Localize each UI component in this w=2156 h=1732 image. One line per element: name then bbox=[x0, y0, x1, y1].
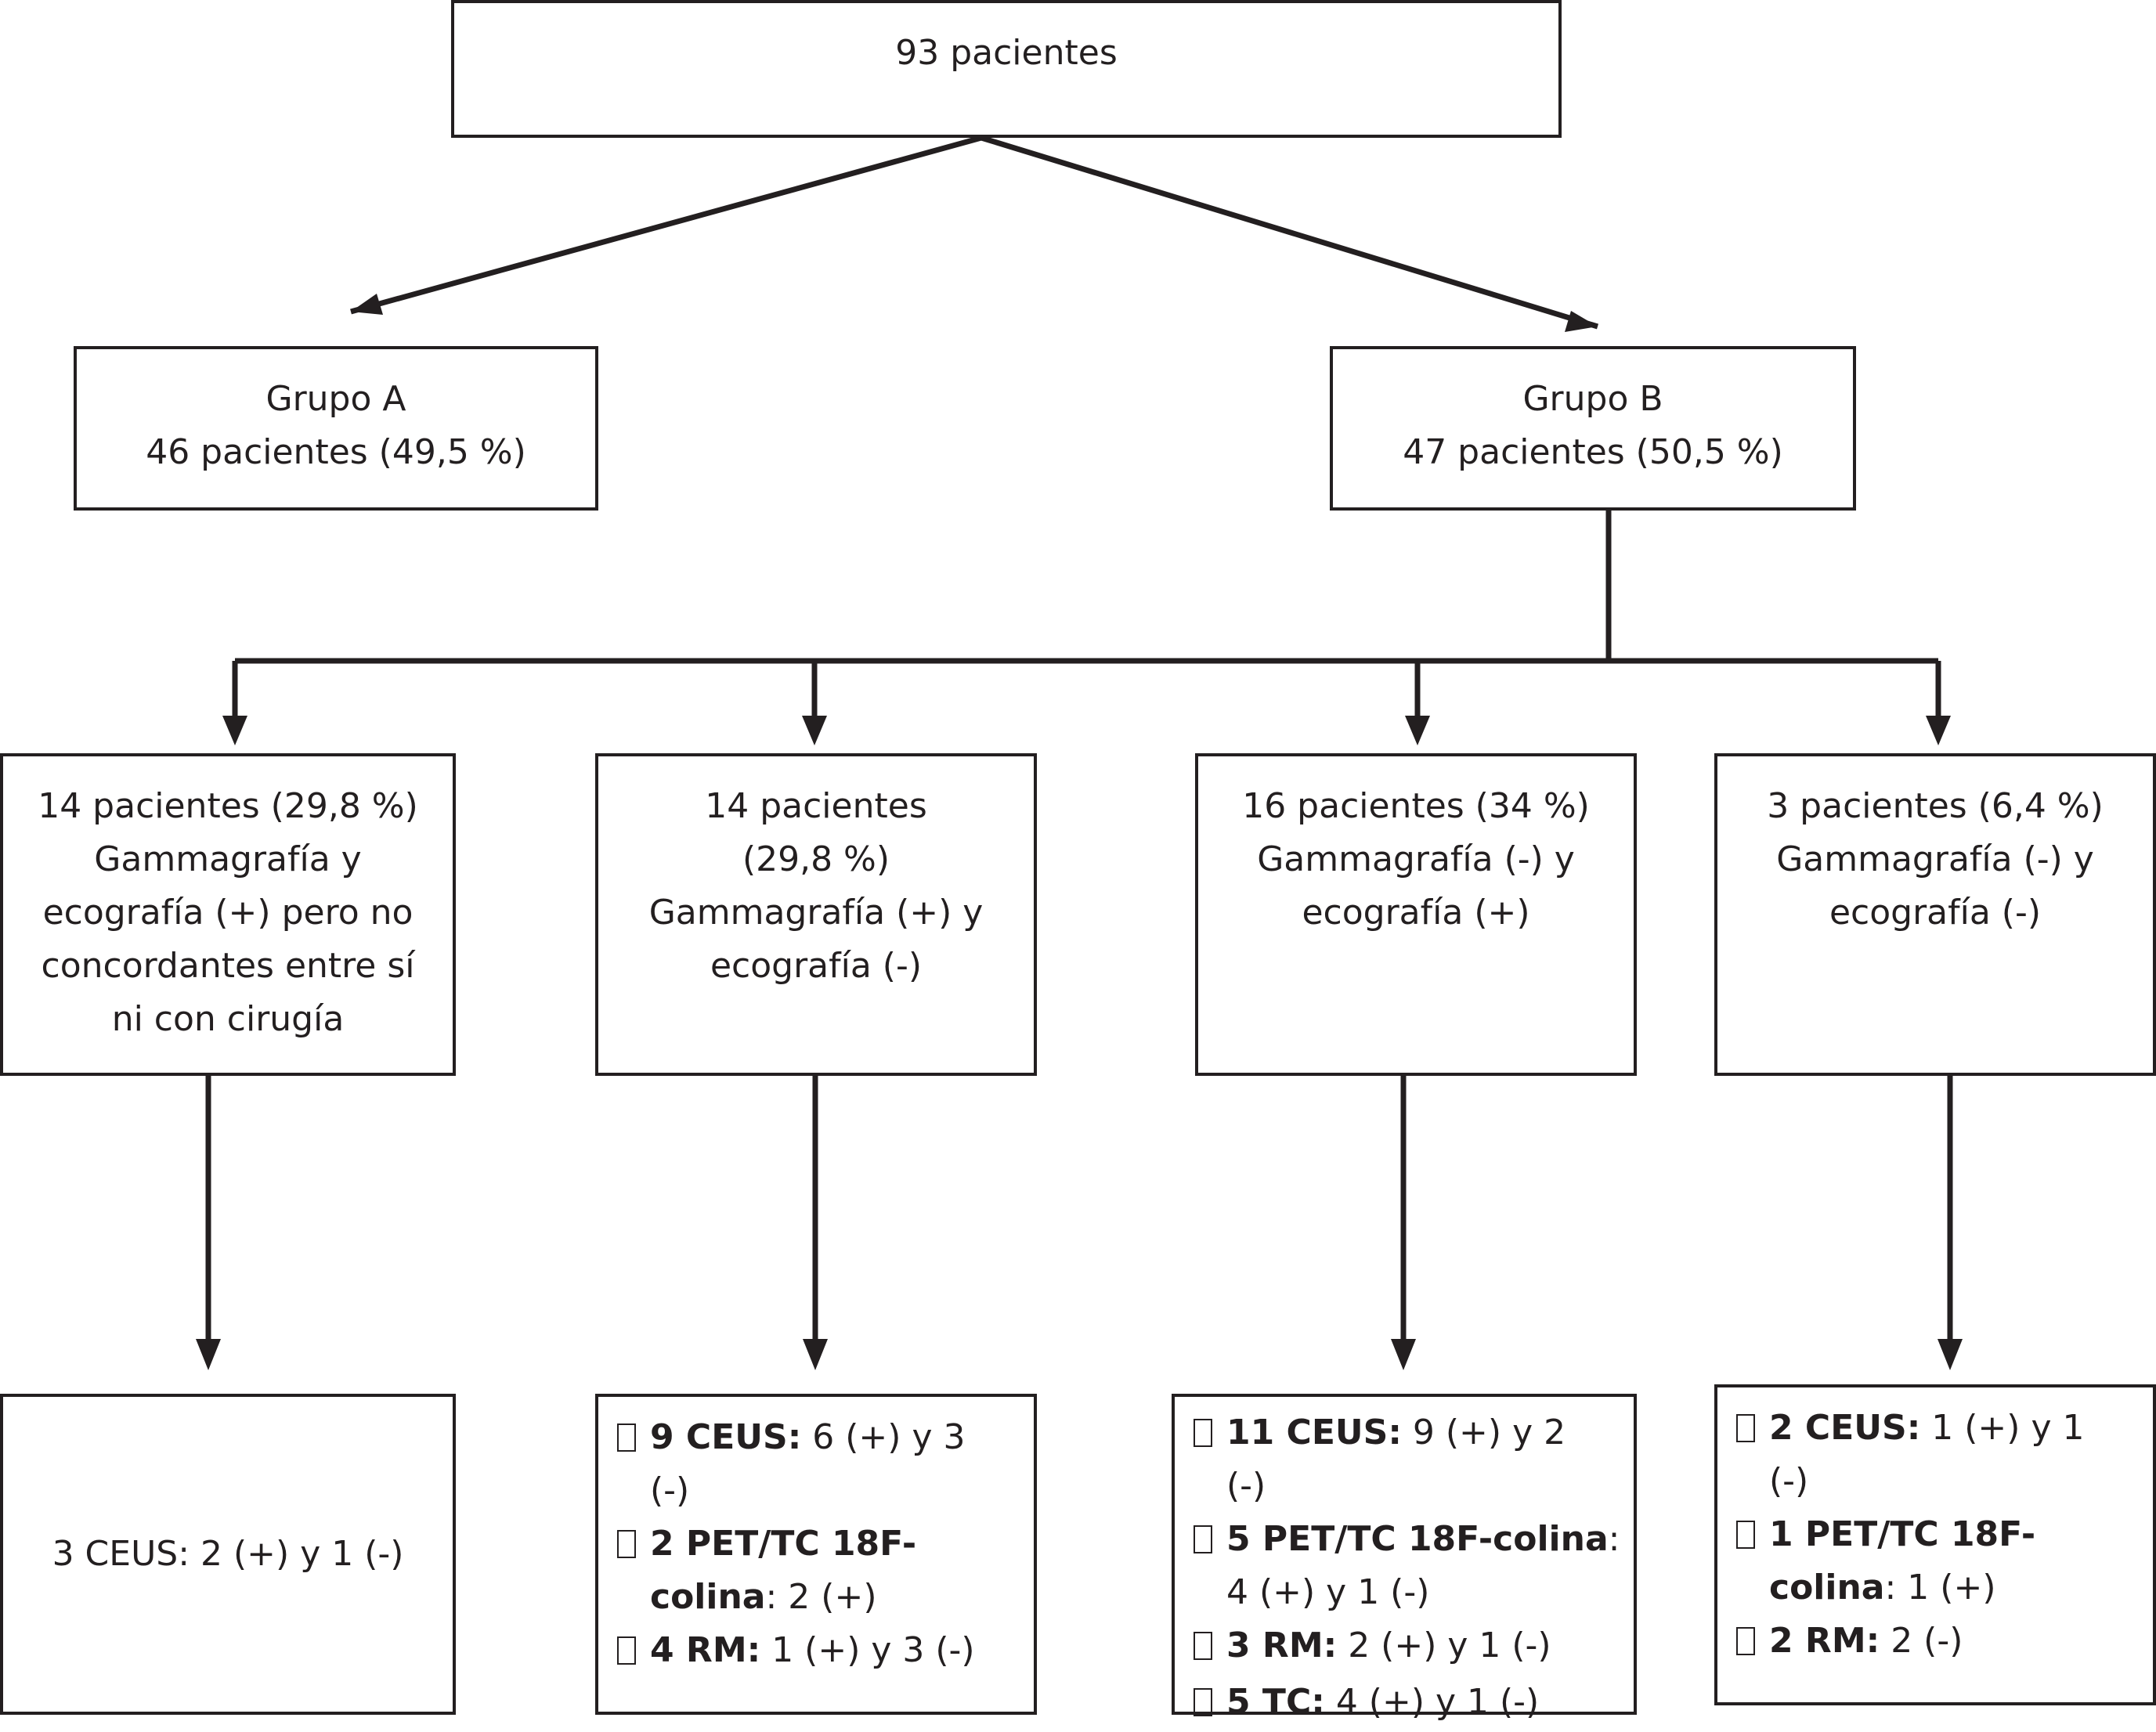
subgroup-3-line: ecografía (+) bbox=[1302, 893, 1530, 933]
arrowhead-result-4 bbox=[1938, 1339, 1963, 1370]
subgroup-4-line: 3 pacientes (6,4 %) bbox=[1767, 786, 2104, 826]
checkbox-glyph-icon bbox=[1194, 1406, 1226, 1463]
checkbox-glyph-icon bbox=[617, 1517, 650, 1574]
subgroup-1-line: 14 pacientes (29,8 %) bbox=[38, 786, 418, 826]
subgroup-2-line: Gammagrafía (+) y bbox=[648, 893, 984, 933]
group-b-title: Grupo B bbox=[1522, 379, 1663, 419]
result-3-item-ceus: 11 CEUS: 9 (+) y 2 (-) bbox=[1194, 1406, 1615, 1513]
result-3-item-rm: 3 RM: 2 (+) y 1 (-) bbox=[1194, 1619, 1615, 1676]
subgroup-box-2: 14 pacientes (29,8 %) Gammagrafía (+) y … bbox=[595, 753, 1037, 1076]
checkbox-glyph-icon bbox=[617, 1624, 650, 1680]
checkbox-glyph-icon bbox=[1736, 1508, 1769, 1564]
group-a-count: 46 pacientes (49,5 %) bbox=[146, 432, 526, 472]
subgroup-3-line: 16 pacientes (34 %) bbox=[1242, 786, 1590, 826]
subgroup-1-line: ni con cirugía bbox=[111, 999, 345, 1039]
checkbox-glyph-icon bbox=[1194, 1676, 1226, 1732]
subgroup-2-line: 14 pacientes bbox=[705, 786, 927, 826]
subgroup-2-line: ecografía (-) bbox=[710, 946, 923, 986]
checkbox-glyph-icon bbox=[1736, 1402, 1769, 1458]
result-box-1: 3 CEUS: 2 (+) y 1 (-) bbox=[0, 1394, 456, 1715]
arrowhead-subgroup-4 bbox=[1926, 716, 1951, 745]
checkbox-glyph-icon bbox=[1194, 1619, 1226, 1676]
arrowhead-result-3 bbox=[1391, 1339, 1416, 1370]
arrowhead-subgroup-3 bbox=[1405, 716, 1430, 745]
result-4-item-rm: 2 RM: 2 (-) bbox=[1736, 1615, 2134, 1671]
checkbox-glyph-icon bbox=[617, 1411, 650, 1467]
subgroup-box-3: 16 pacientes (34 %) Gammagrafía (-) y ec… bbox=[1195, 753, 1637, 1076]
arrowhead-result-1 bbox=[196, 1339, 221, 1370]
result-box-3: 11 CEUS: 9 (+) y 2 (-) 5 PET/TC 18F-coli… bbox=[1172, 1394, 1637, 1722]
arrowhead-subgroup-1 bbox=[222, 716, 247, 745]
arrowhead-subgroup-2 bbox=[802, 716, 827, 745]
subgroup-box-1: 14 pacientes (29,8 %) Gammagrafía y ecog… bbox=[0, 753, 456, 1076]
arrow-root-to-group-a bbox=[350, 135, 982, 315]
result-2-item-pet: 2 PET/TC 18F- colina: 2 (+) bbox=[617, 1517, 1015, 1624]
subgroup-1-line: concordantes entre sí bbox=[41, 946, 415, 986]
result-3-item-tc: 5 TC: 4 (+) y 1 (-) bbox=[1194, 1676, 1615, 1732]
result-box-2: 9 CEUS: 6 (+) y 3 (-) 2 PET/TC 18F- coli… bbox=[595, 1394, 1037, 1715]
group-b-box: Grupo B 47 pacientes (50,5 %) bbox=[1330, 346, 1856, 511]
subgroup-4-line: ecografía (-) bbox=[1829, 893, 2042, 933]
group-a-title: Grupo A bbox=[265, 379, 406, 419]
result-1-text: 3 CEUS: 2 (+) y 1 (-) bbox=[52, 1534, 404, 1574]
subgroup-2-line: (29,8 %) bbox=[742, 839, 890, 879]
subgroup-1-line: ecografía (+) pero no bbox=[42, 893, 414, 933]
subgroup-3-line: Gammagrafía (-) y bbox=[1257, 839, 1575, 879]
result-3-item-pet: 5 PET/TC 18F-colina: 4 (+) y 1 (-) bbox=[1194, 1513, 1620, 1619]
arrowhead-group-a bbox=[351, 294, 383, 315]
checkbox-glyph-icon bbox=[1194, 1513, 1226, 1569]
result-4-item-pet: 1 PET/TC 18F- colina: 1 (+) bbox=[1736, 1508, 2134, 1615]
arrow-root-to-group-b bbox=[980, 135, 1599, 330]
arrowhead-result-2 bbox=[803, 1339, 828, 1370]
result-box-4: 2 CEUS: 1 (+) y 1 (-) 1 PET/TC 18F- coli… bbox=[1714, 1384, 2156, 1705]
subgroup-1-line: Gammagrafía y bbox=[94, 839, 362, 879]
result-4-item-ceus: 2 CEUS: 1 (+) y 1 (-) bbox=[1736, 1402, 2134, 1508]
result-2-item-rm: 4 RM: 1 (+) y 3 (-) bbox=[617, 1624, 1015, 1680]
root-label: 93 pacientes bbox=[895, 33, 1118, 73]
arrowhead-group-b bbox=[1565, 311, 1598, 332]
checkbox-glyph-icon bbox=[1736, 1615, 1769, 1671]
group-a-box: Grupo A 46 pacientes (49,5 %) bbox=[74, 346, 598, 511]
subgroup-box-4: 3 pacientes (6,4 %) Gammagrafía (-) y ec… bbox=[1714, 753, 2156, 1076]
root-box: 93 pacientes bbox=[451, 0, 1562, 138]
subgroup-4-line: Gammagrafía (-) y bbox=[1776, 839, 2094, 879]
result-2-item-ceus: 9 CEUS: 6 (+) y 3 (-) bbox=[617, 1411, 1015, 1517]
group-b-count: 47 pacientes (50,5 %) bbox=[1403, 432, 1783, 472]
